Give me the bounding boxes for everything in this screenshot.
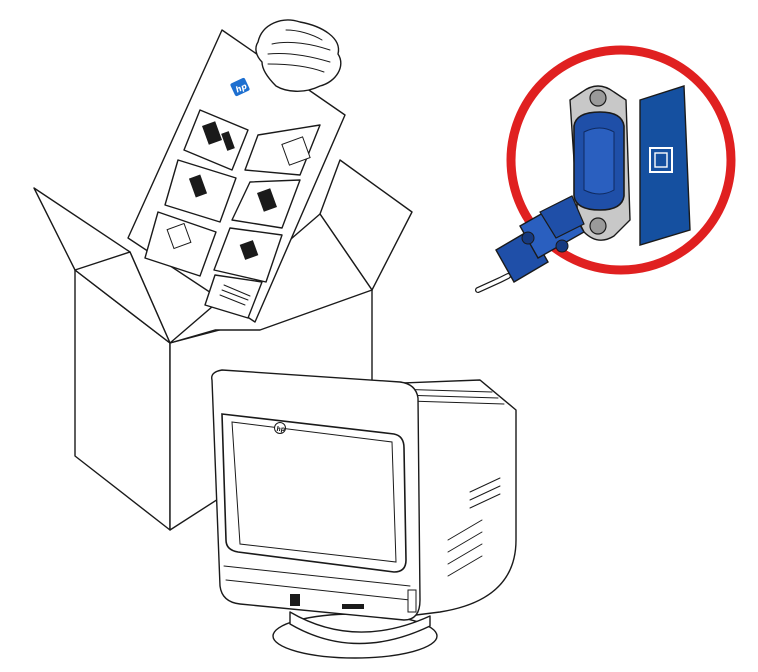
vga-callout [478, 50, 731, 290]
crt-monitor-icon: hp [212, 370, 516, 658]
hp-logo-icon: hp [275, 423, 286, 434]
monitor-back-panel [640, 86, 690, 245]
control-buttons [342, 604, 364, 609]
monitor-screen [222, 414, 406, 572]
power-button [290, 594, 300, 606]
svg-text:hp: hp [277, 426, 286, 433]
screw-top [590, 90, 606, 106]
screw-bottom [590, 218, 606, 234]
